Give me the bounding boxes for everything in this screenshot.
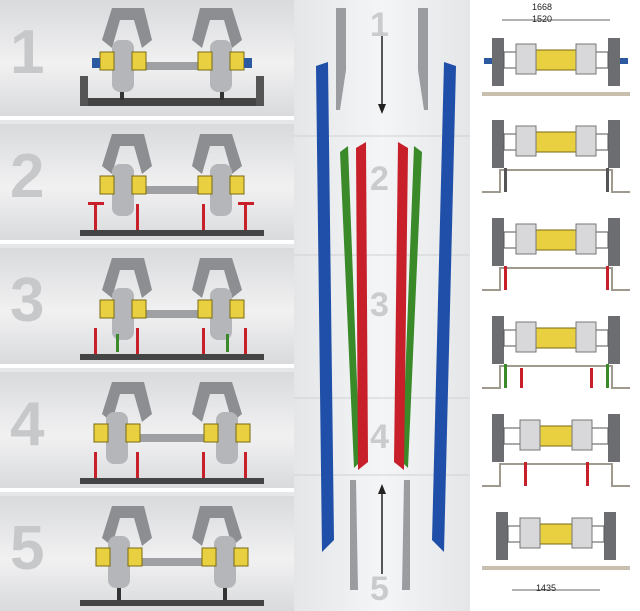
rail-guide-illustration <box>294 8 470 590</box>
step-number-5: 5 <box>10 514 45 583</box>
tech-drawing-3 <box>480 210 632 302</box>
wheelset-illustration <box>80 8 264 106</box>
left-steps-panel: 1 2 <box>0 0 294 611</box>
tech-drawing-6 <box>480 504 632 596</box>
dimension-label-top-outer: 1668 <box>532 2 553 12</box>
rail-step-number-1: 1 <box>370 6 389 44</box>
rail-step-number-2: 2 <box>370 160 389 198</box>
tech-drawing-2 <box>480 112 632 204</box>
step-panel-1: 1 <box>0 0 294 120</box>
rail-step-number-3: 3 <box>370 286 389 324</box>
step-number-3: 3 <box>10 266 45 335</box>
wheelset-illustration <box>80 506 264 606</box>
tech-drawing-4 <box>480 308 632 400</box>
wheelset-illustration <box>80 258 264 360</box>
dimension-label-top-inner: 1520 <box>532 14 553 24</box>
step-number-2: 2 <box>10 142 45 211</box>
rail-guide-panel: 1 2 3 4 5 <box>294 0 470 611</box>
wheelset-illustration <box>80 134 264 236</box>
step-number-4: 4 <box>10 390 45 459</box>
step-number-1: 1 <box>10 18 45 87</box>
step-panel-5: 5 <box>0 496 294 611</box>
tech-drawing-1 <box>480 14 632 106</box>
technical-drawings-panel: 1668 1520 <box>470 0 640 611</box>
rail-step-number-5: 5 <box>370 570 389 608</box>
dimension-label-bottom: 1435 <box>536 583 557 593</box>
step-panel-3: 3 <box>0 248 294 368</box>
step-panel-4: 4 <box>0 372 294 492</box>
wheelset-illustration <box>80 382 264 484</box>
step-panel-2: 2 <box>0 124 294 244</box>
tech-drawing-5 <box>480 406 632 498</box>
rail-step-number-4: 4 <box>370 418 389 456</box>
